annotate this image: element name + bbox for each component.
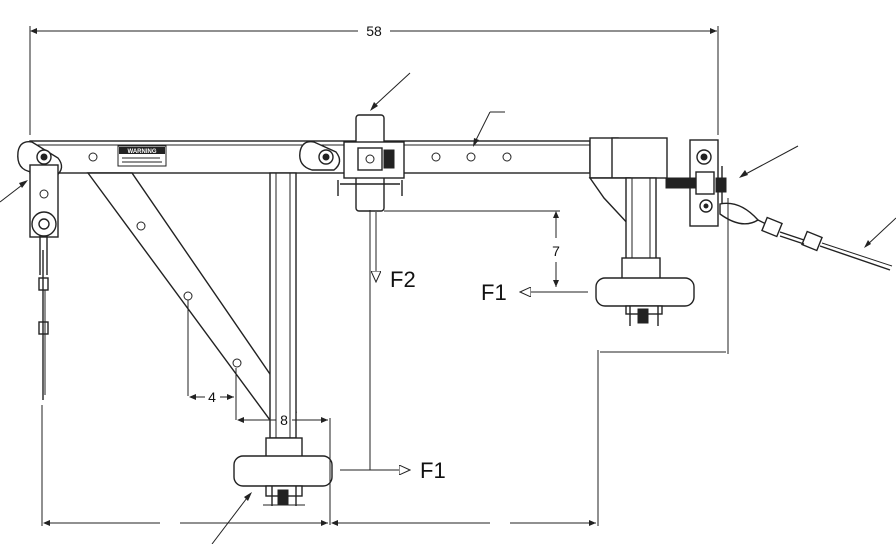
force-f1-right-arrow: F1 xyxy=(481,280,588,305)
force-f2-arrow: F2 xyxy=(376,212,416,292)
top-center-callout-leaders xyxy=(370,72,505,147)
left-vertical-post xyxy=(269,172,297,439)
force-f1-bottom-arrow: F1 xyxy=(340,458,446,483)
left-foot-pad xyxy=(233,437,333,506)
right-end-tensioner xyxy=(665,139,893,271)
offset-7-label: 7 xyxy=(552,243,560,259)
bottom-base-dimensions xyxy=(41,198,729,526)
force-f1-right-label: F1 xyxy=(481,280,507,305)
left-pulley-assembly xyxy=(17,141,63,400)
center-clamp-assembly xyxy=(299,114,405,212)
force-f2-label: F2 xyxy=(390,267,416,292)
offset-7-dimension: 7 xyxy=(384,210,560,287)
bottom-callout-leader xyxy=(211,492,252,544)
right-callout-leaders xyxy=(739,145,896,248)
warning-decal-title: WARNING xyxy=(128,149,157,155)
offset-4-label: 4 xyxy=(208,389,216,405)
force-f1-bottom-label: F1 xyxy=(420,458,446,483)
warning-decal: WARNING xyxy=(117,145,167,167)
overall-width-label: 58 xyxy=(366,23,382,39)
right-post-assembly xyxy=(588,137,695,326)
left-callout-leader xyxy=(0,180,28,203)
overall-width-dimension: 58 xyxy=(29,23,719,135)
offset-8-label: 8 xyxy=(280,412,288,428)
offset-4-dimension: 4 xyxy=(187,300,237,420)
offset-8-dimension: 8 xyxy=(237,412,331,525)
diagonal-brace xyxy=(86,172,298,421)
